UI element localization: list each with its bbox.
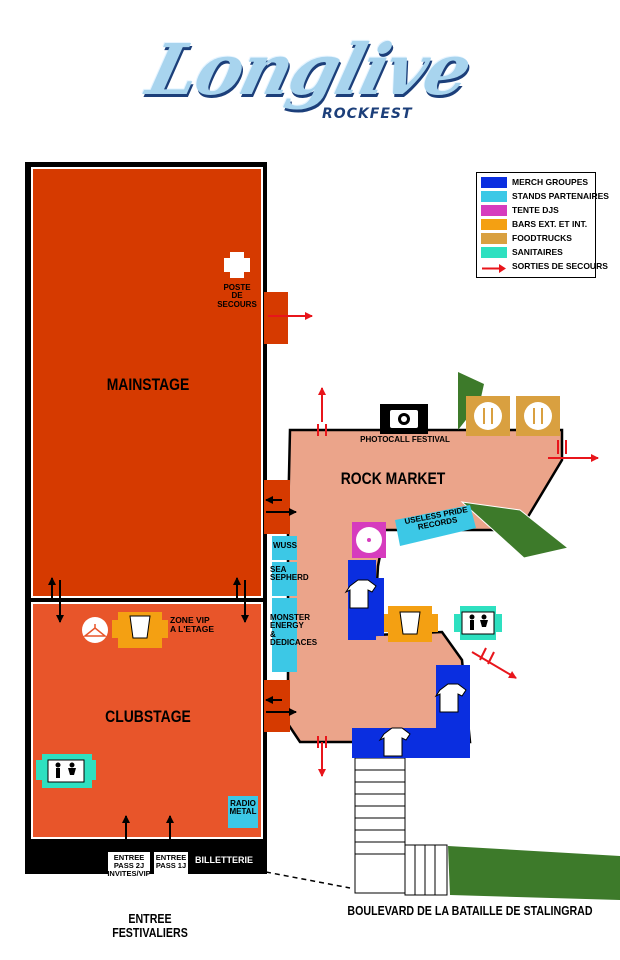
legend-swatch xyxy=(481,218,507,230)
legend-label: TENTE DJS xyxy=(512,205,559,215)
connector-bottom xyxy=(264,680,290,732)
monster-line: DEDICACES xyxy=(270,638,318,648)
logo-subtitle: ROCKFEST xyxy=(322,106,413,122)
entry-pass2-box xyxy=(108,852,150,878)
radio-line: RADIO xyxy=(230,799,256,808)
entry-pass1-box xyxy=(154,852,188,878)
entrance-label: ENTREE FESTIVALIERS xyxy=(101,912,199,939)
photocall-label: PHOTOCALL FESTIVAL xyxy=(360,435,450,444)
first-aid-icon xyxy=(224,252,250,278)
green-area-street xyxy=(448,846,620,900)
mainstage-area xyxy=(31,167,263,598)
stand-wuss xyxy=(272,536,297,560)
billetterie-label: BILLETTERIE xyxy=(195,855,253,865)
entry-pass2-line: ENTREE xyxy=(113,853,145,862)
tshirt-icon xyxy=(344,579,467,757)
entry-pass2-line: PASS 2J xyxy=(113,860,145,870)
photocall-booth xyxy=(380,404,428,434)
bar-vip xyxy=(112,612,168,648)
connector-mainstage-exit xyxy=(264,292,288,344)
vip-zone-label: ZONE VIP A L'ETAGE xyxy=(170,616,230,634)
movement-arrows xyxy=(48,496,297,852)
entrance-line: FESTIVALIERS xyxy=(112,924,188,940)
stand-monster xyxy=(272,598,297,672)
legend-label: MERCH GROUPES xyxy=(512,177,589,187)
connector-top xyxy=(264,480,290,534)
entrance-line: ENTREE xyxy=(128,911,172,926)
radio-metal-label: RADIO METAL xyxy=(226,799,260,817)
logo-title: Longlive xyxy=(139,28,479,111)
foodtrucks xyxy=(466,396,560,436)
first-aid-line: SECOURS xyxy=(217,299,257,309)
stand-radio-metal xyxy=(228,796,258,828)
green-area-mid xyxy=(460,501,570,559)
legend-label: FOODTRUCKS xyxy=(512,233,572,243)
legend-label: SANITAIRES xyxy=(512,247,563,257)
legend-label: SORTIES DE SECOURS xyxy=(512,261,608,271)
legend-item-dj: TENTE DJS xyxy=(481,203,559,217)
map-legend: MERCH GROUPES STANDS PARTENAIRES TENTE D… xyxy=(476,172,609,278)
wuss-label: WUSS xyxy=(273,541,297,550)
monster-line: ENERGY xyxy=(270,621,304,631)
legend-item-partners: STANDS PARTENAIRES xyxy=(481,189,609,203)
street-label: BOULEVARD DE LA BATAILLE DE STALINGRAD xyxy=(347,903,593,918)
monster-line: MONSTER xyxy=(270,613,310,622)
radio-line: METAL xyxy=(229,807,257,817)
sea-line: SEA xyxy=(270,565,287,574)
bar-market xyxy=(384,606,438,642)
rock-market-label: ROCK MARKET xyxy=(340,469,446,488)
mainstage-label: MAINSTAGE xyxy=(106,375,190,394)
sanitary-market xyxy=(454,606,502,640)
legend-swatch xyxy=(481,232,507,244)
entry-pass1-label: ENTREE PASS 1J xyxy=(150,854,192,870)
legend-swatch xyxy=(481,176,507,188)
stand-sea-shepherd xyxy=(272,562,297,596)
legend-item-sanitary: SANITAIRES xyxy=(481,245,563,259)
legend-item-exits: SORTIES DE SECOURS xyxy=(481,259,608,273)
legend-item-food: FOODTRUCKS xyxy=(481,231,572,245)
dj-tent xyxy=(352,522,386,558)
monster-line: & xyxy=(270,629,276,639)
first-aid-label: POSTE DE SECOURS xyxy=(214,283,260,309)
first-aid-line: DE xyxy=(231,291,243,301)
legend-swatch xyxy=(481,204,507,216)
festival-logo: Longlive ROCKFEST xyxy=(140,18,480,128)
cloakroom-icon xyxy=(82,617,108,643)
stairs xyxy=(354,757,448,896)
vip-line: A L'ETAGE xyxy=(170,623,215,634)
emergency-exits xyxy=(268,312,599,777)
vip-line: ZONE VIP xyxy=(170,615,210,625)
red-arrow-icon xyxy=(481,261,507,273)
entry-pass2-line: INVITES/VIP xyxy=(107,868,151,878)
sea-shepherd-label: SEA SEPHERD xyxy=(270,565,310,583)
sanitary-club xyxy=(36,754,96,788)
legend-label: STANDS PARTENAIRES xyxy=(512,191,609,201)
monster-label: MONSTER ENERGY & DEDICACES xyxy=(270,613,318,648)
legend-swatch xyxy=(481,246,507,258)
legend-item-bars: BARS EXT. ET INT. xyxy=(481,217,587,231)
clubstage-label: CLUBSTAGE xyxy=(105,707,191,726)
legend-item-merch: MERCH GROUPES xyxy=(481,175,588,189)
street-dashed-line xyxy=(265,871,351,889)
entry-pass1-line: PASS 1J xyxy=(155,860,187,870)
entry-pass2-label: ENTREE PASS 2J INVITES/VIP xyxy=(104,854,154,878)
sea-line: SEPHERD xyxy=(270,573,309,583)
legend-label: BARS EXT. ET INT. xyxy=(512,219,588,229)
first-aid-line: POSTE xyxy=(223,283,251,292)
legend-swatch xyxy=(481,190,507,202)
stand-records xyxy=(395,505,476,546)
entry-pass1-line: ENTREE xyxy=(155,853,187,862)
